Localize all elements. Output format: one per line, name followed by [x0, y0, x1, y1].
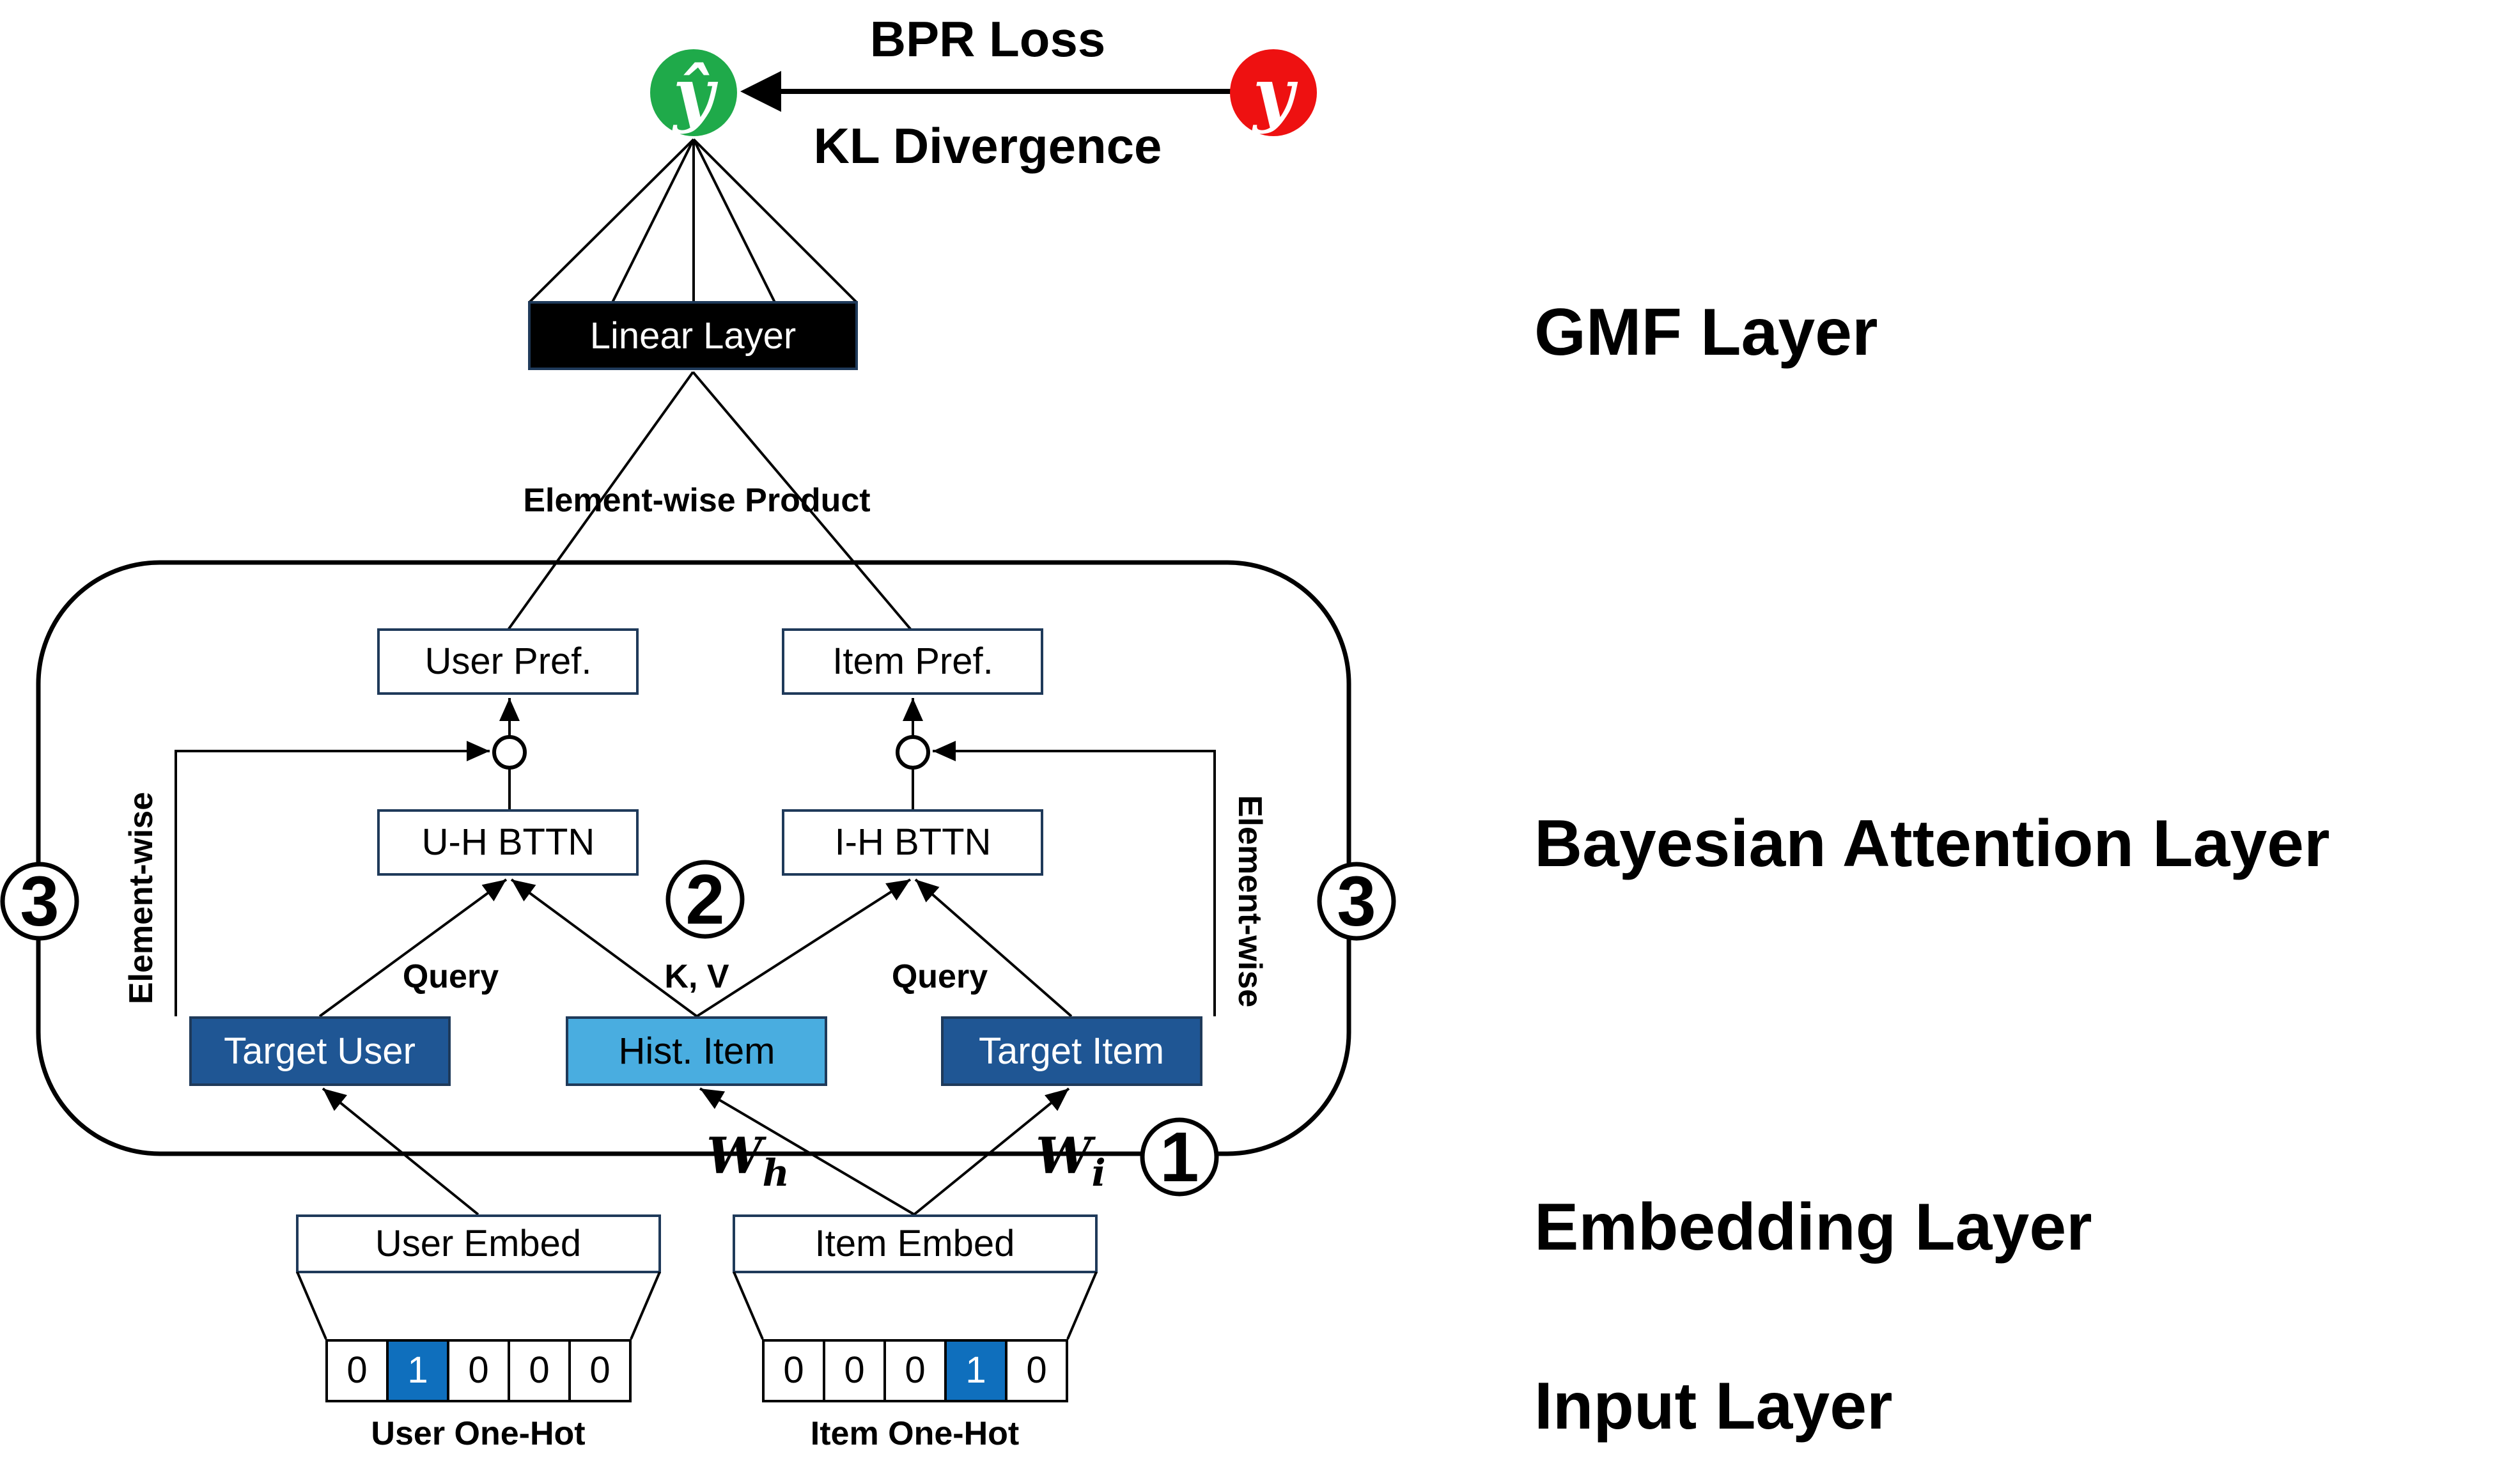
- user-onehot-cell-value: 0: [346, 1349, 367, 1391]
- marker-three-right-label: 3: [1337, 862, 1376, 941]
- user-embed-box: [296, 1214, 661, 1273]
- item-onehot-cell: [823, 1339, 886, 1402]
- item-onehot-cell: [883, 1339, 947, 1402]
- user-onehot-cell-value: 0: [468, 1349, 488, 1391]
- uh-bttn-box: [377, 809, 639, 876]
- element-wise-product-label: Element-wise Product: [523, 482, 870, 519]
- hist-item-box: [566, 1016, 827, 1086]
- embedding-trapezoids: [296, 1271, 1098, 1340]
- user-embed-label: User Embed: [375, 1223, 581, 1264]
- ground-truth-node: [1230, 49, 1317, 136]
- user-onehot-label: User One-Hot: [371, 1415, 585, 1452]
- gmf-layer-label: GMF Layer: [1534, 295, 1878, 369]
- prediction-node: [650, 49, 737, 136]
- weight-h-label: Wh: [706, 1127, 789, 1195]
- marker-two-label: 2: [685, 860, 724, 939]
- target-item-label: Target Item: [979, 1030, 1164, 1072]
- user-pref-box: [377, 628, 639, 695]
- linear-layer-label: Linear Layer: [590, 315, 796, 357]
- user-onehot-cell: [568, 1339, 632, 1402]
- user-pref-label: User Pref.: [424, 640, 591, 682]
- kv-label: K, V: [664, 958, 729, 995]
- marker-three-left-label: 3: [20, 862, 59, 941]
- marker-three-right-circle: [1317, 862, 1396, 941]
- elementwise-right-label: Element-wise: [1231, 795, 1268, 1007]
- embedding-lines: [322, 1087, 1070, 1216]
- ih-bttn-box: [782, 809, 1043, 876]
- attention-layer-frame: [36, 560, 1351, 1156]
- item-onehot-cell-value: 1: [965, 1349, 986, 1391]
- item-onehot-cell-value: 0: [1026, 1349, 1046, 1391]
- item-combine-node: [896, 735, 930, 770]
- item-onehot-cell: [944, 1339, 1007, 1402]
- marker-one-circle: [1140, 1117, 1219, 1197]
- item-pref-box: [782, 628, 1043, 695]
- target-user-label: Target User: [224, 1030, 416, 1072]
- item-onehot-label: Item One-Hot: [811, 1415, 1019, 1452]
- marker-three-left-circle: [0, 862, 79, 941]
- input-layer-label: Input Layer: [1534, 1369, 1893, 1443]
- prediction-symbol: ŷ: [671, 52, 719, 135]
- attention-lines: [318, 878, 1073, 1018]
- elementwise-skip-right: [933, 741, 1216, 1016]
- target-item-box: [941, 1016, 1202, 1086]
- user-onehot-cell: [325, 1339, 389, 1402]
- item-pref-label: Item Pref.: [832, 640, 993, 682]
- item-onehot-cell-value: 0: [783, 1349, 804, 1391]
- user-onehot-cell-value: 1: [407, 1349, 428, 1391]
- embedding-layer-label: Embedding Layer: [1534, 1190, 2092, 1264]
- item-embed-label: Item Embed: [815, 1223, 1015, 1264]
- item-embed-box: [733, 1214, 1098, 1273]
- query-right-label: Query: [892, 958, 988, 995]
- user-combine-node: [492, 735, 527, 770]
- uh-bttn-label: U-H BTTN: [422, 821, 595, 863]
- target-user-box: [189, 1016, 451, 1086]
- item-onehot-cell: [1005, 1339, 1068, 1402]
- user-onehot-cell-value: 0: [529, 1349, 549, 1391]
- elementwise-skip-left: [175, 741, 490, 1016]
- user-onehot-cell: [508, 1339, 571, 1402]
- weight-i-label: Wi: [1036, 1127, 1106, 1195]
- user-onehot-cell-value: 0: [589, 1349, 610, 1391]
- bpr-loss-label: BPR Loss: [870, 11, 1105, 67]
- linear-layer-box: [528, 301, 858, 370]
- ground-truth-symbol: y: [1251, 52, 1298, 135]
- elementwise-left-label: Element-wise: [123, 792, 160, 1004]
- marker-one-label: 1: [1160, 1118, 1199, 1197]
- item-onehot-cell-value: 0: [905, 1349, 925, 1391]
- user-onehot-cell: [447, 1339, 510, 1402]
- hist-item-label: Hist. Item: [619, 1030, 775, 1072]
- kl-divergence-label: KL Divergence: [814, 118, 1162, 174]
- attention-layer-label: Bayesian Attention Layer: [1534, 807, 2330, 881]
- marker-two-circle: [665, 860, 745, 939]
- item-onehot-cell-value: 0: [844, 1349, 864, 1391]
- query-left-label: Query: [403, 958, 499, 995]
- element-product-lines: [507, 371, 912, 631]
- item-onehot-cell: [762, 1339, 825, 1402]
- linear-fan-lines: [528, 138, 858, 304]
- ih-bttn-label: I-H BTTN: [835, 821, 992, 863]
